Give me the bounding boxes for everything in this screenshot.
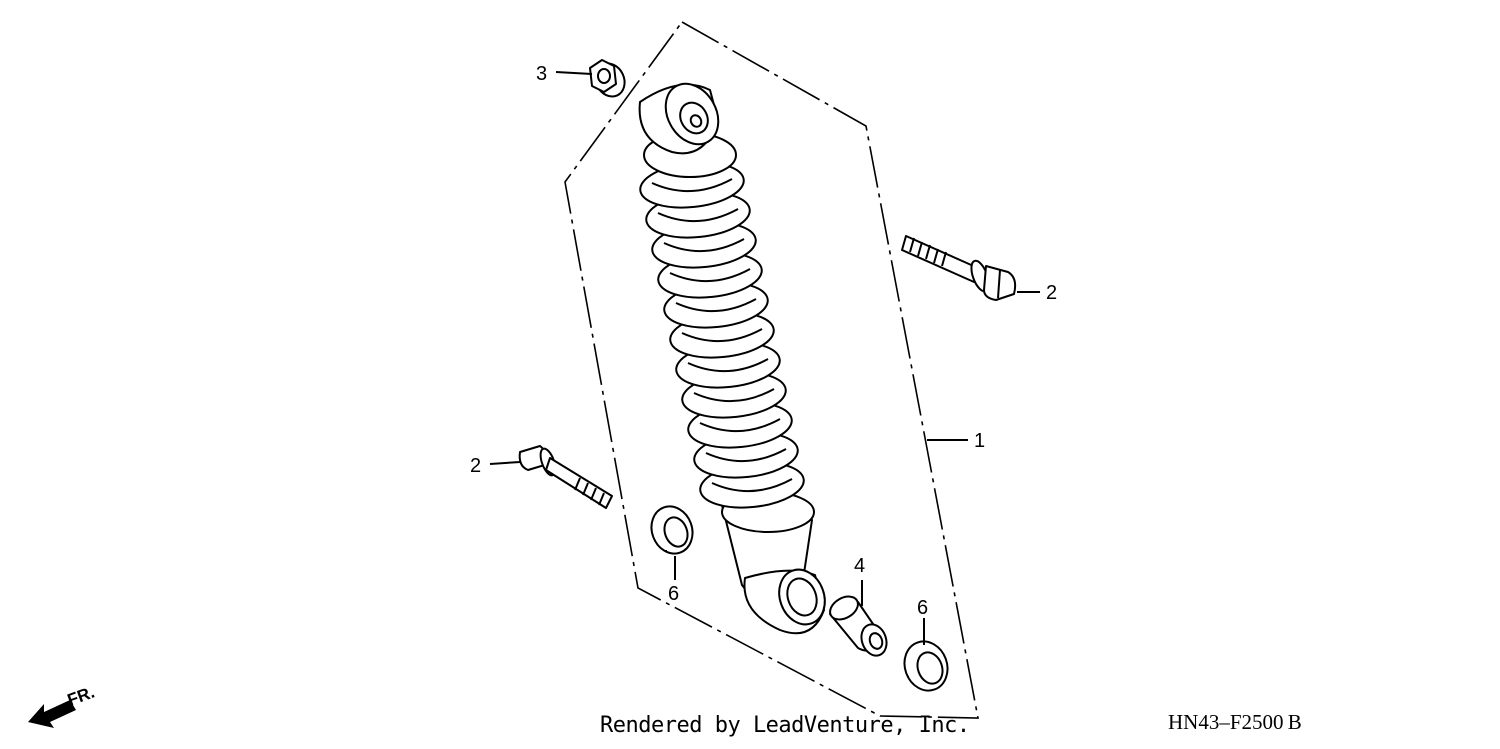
callout-3: 3 [536, 63, 547, 85]
coil-ring-edge [663, 238, 745, 252]
callout-2-lower: 2 [470, 455, 481, 477]
front-direction-arrow: FR. [28, 683, 97, 728]
coil-ring-edge [675, 298, 757, 312]
shock-absorber[interactable] [638, 74, 832, 635]
coil-ring-edge [705, 448, 787, 462]
coil-ring-edge [657, 208, 739, 222]
collar[interactable] [826, 592, 891, 659]
bolt-lower[interactable] [518, 445, 613, 509]
callout-4: 4 [854, 555, 865, 577]
coil-ring-edge [687, 358, 769, 372]
coil-ring-edge [711, 478, 793, 492]
front-label: FR. [65, 683, 97, 710]
callout-1: 1 [974, 430, 985, 452]
coil-ring-edge [693, 388, 775, 402]
diagram-code: HN43–F2500 B [1168, 710, 1302, 734]
coil-ring-edge [699, 418, 781, 433]
flange-nut[interactable] [589, 59, 630, 102]
leader-lines [489, 71, 1040, 645]
coil-spring [639, 161, 805, 509]
dust-seal-left[interactable] [645, 501, 699, 560]
coil-ring-edge [651, 178, 733, 192]
bolt-upper[interactable] [901, 235, 1017, 301]
callout-2-upper: 2 [1046, 282, 1057, 304]
coil-ring-edge [669, 268, 751, 282]
assembly-outline [564, 20, 979, 719]
footer-credit: Rendered by LeadVenture, Inc. [600, 713, 970, 738]
callout-6-right: 6 [917, 597, 928, 619]
dust-seal-right[interactable] [898, 635, 955, 696]
callout-6-left: 6 [668, 583, 679, 605]
coil-ring-edge [681, 328, 763, 342]
